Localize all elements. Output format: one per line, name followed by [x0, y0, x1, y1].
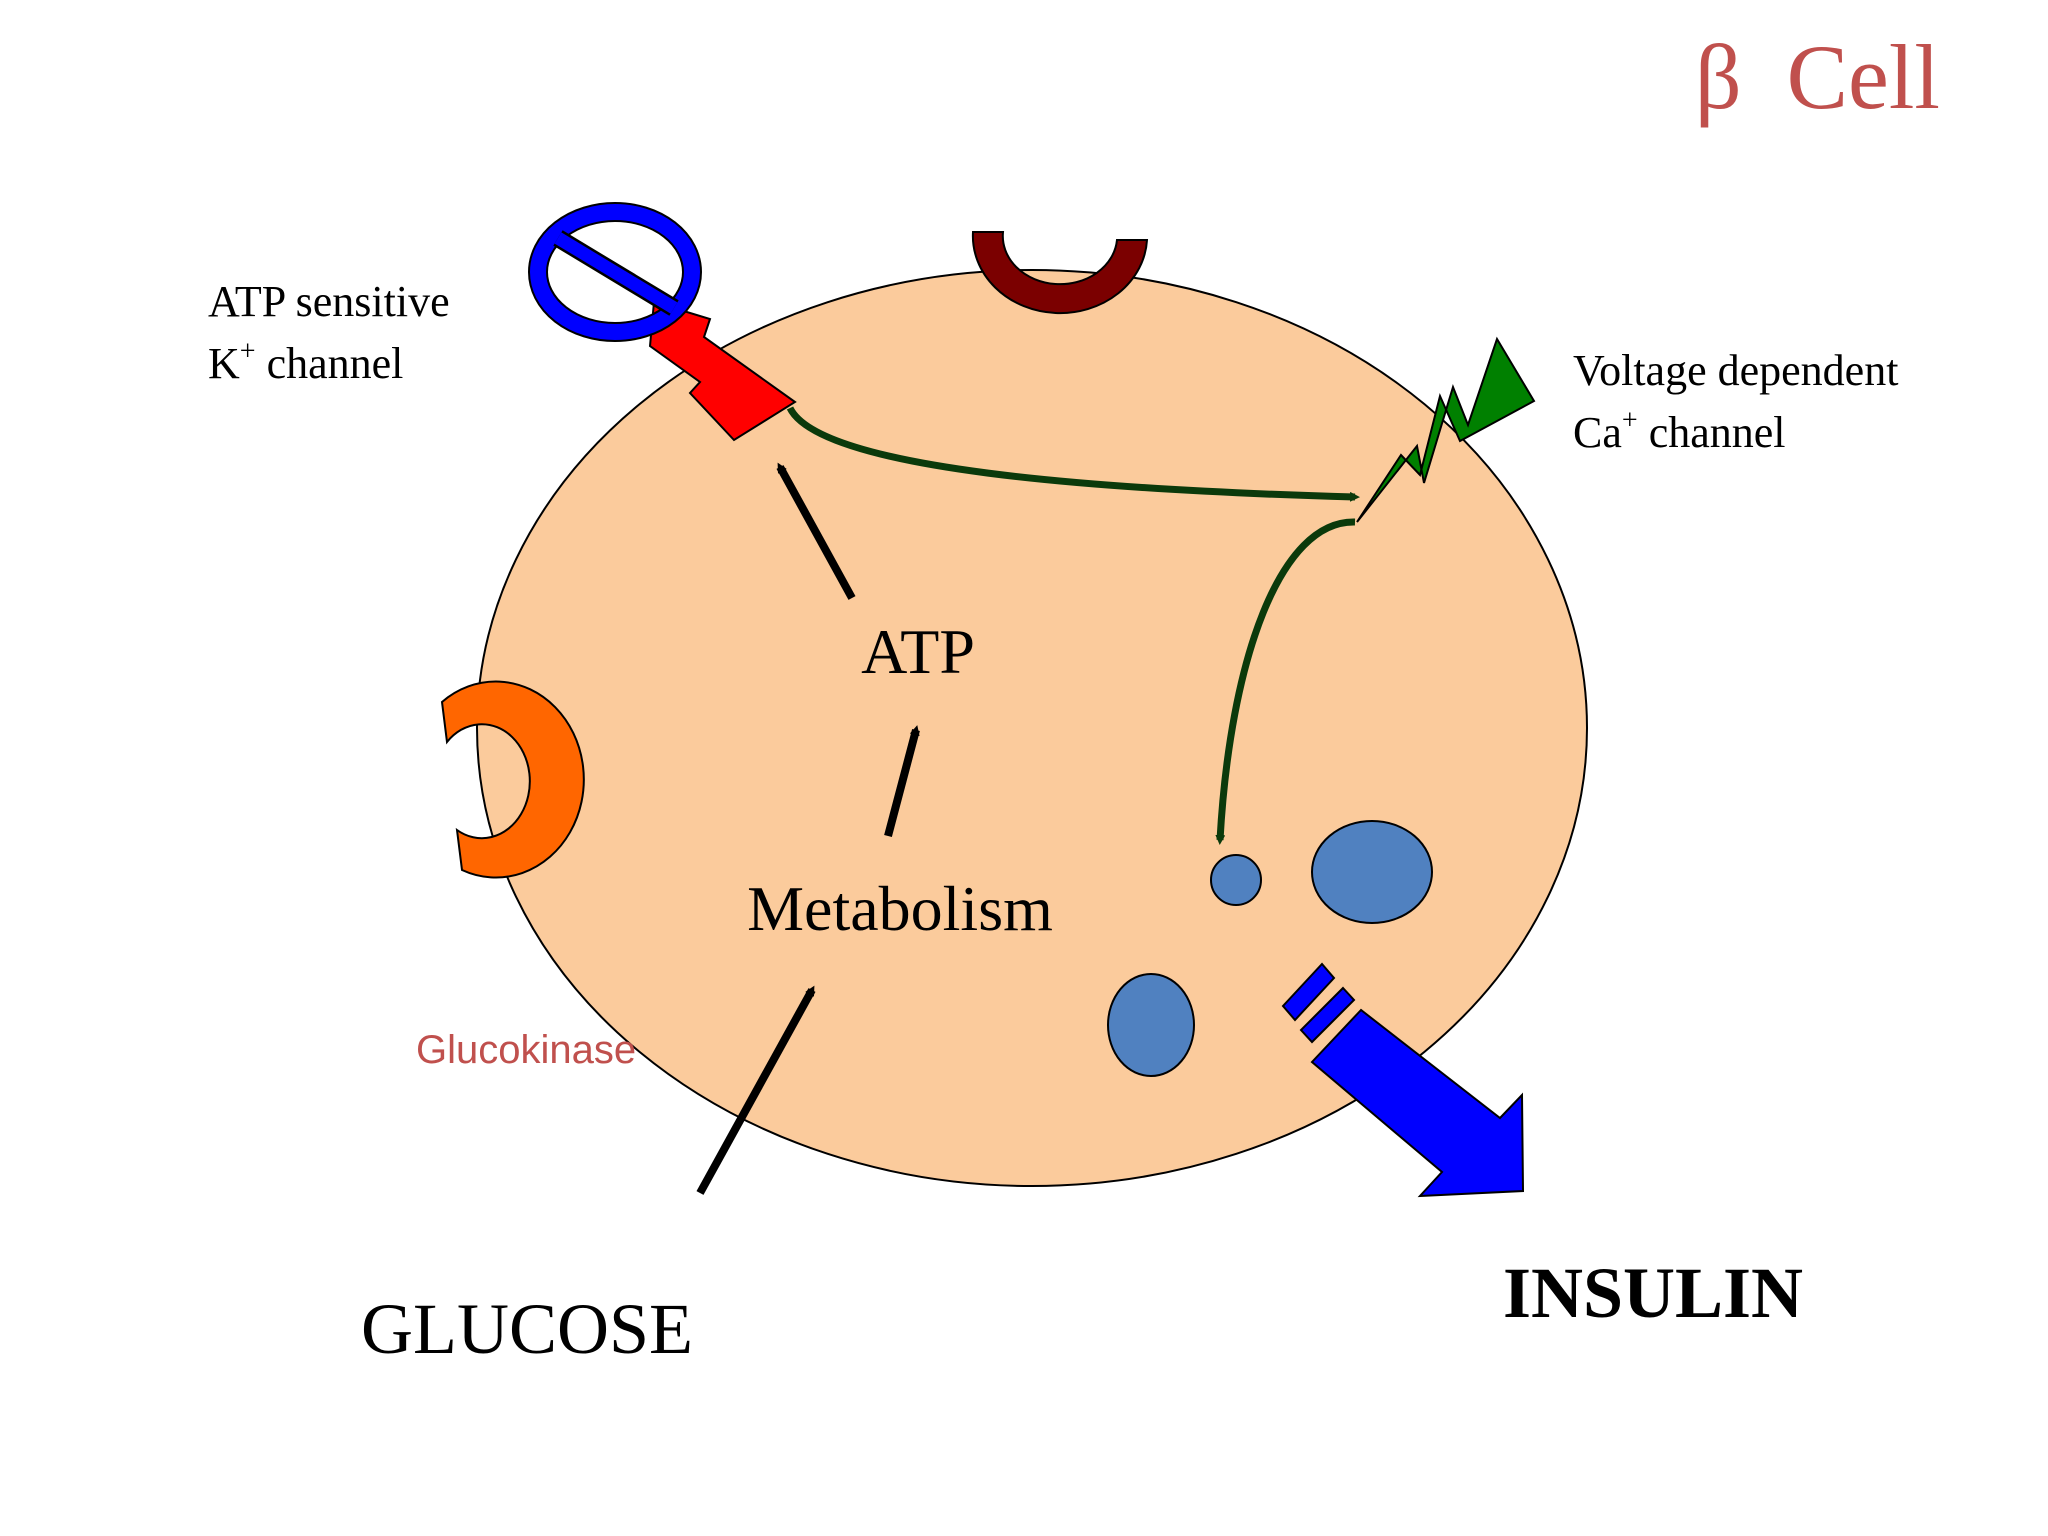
glucose-transporter	[440, 680, 585, 879]
ca-channel-label-line1: Voltage dependent	[1573, 346, 1898, 395]
beta-symbol: β	[1695, 26, 1742, 128]
depolarization-arrow	[786, 406, 1360, 502]
insulin-granule	[1311, 820, 1433, 924]
glucose-label: GLUCOSE	[361, 1289, 693, 1369]
metabolism-label: Metabolism	[747, 873, 1053, 944]
ca-channel-icon	[1356, 336, 1536, 523]
insulin-granule	[1210, 854, 1262, 906]
k-channel-icon	[648, 300, 797, 442]
ca-channel-word: channel	[1638, 408, 1786, 457]
calcium-influx-arrow	[1215, 518, 1356, 845]
atp-to-k-channel-arrow	[776, 462, 856, 600]
ca-channel-label-line2: Ca+ channel	[1573, 405, 1786, 457]
k-channel-label-line2: K+ channel	[208, 336, 403, 388]
metabolism-to-atp-arrow	[884, 725, 920, 838]
beta-cell-body	[476, 269, 1588, 1187]
insulin-release-arrow	[1281, 962, 1525, 1198]
atp-label: ATP	[861, 616, 975, 687]
k-charge: +	[240, 336, 256, 367]
top-membrane-receptor	[971, 231, 1149, 315]
k-channel-word: channel	[256, 339, 404, 388]
glucokinase-label: Glucokinase	[416, 1028, 636, 1072]
title: β Cell	[1695, 26, 1940, 128]
inhibition-icon	[528, 202, 702, 342]
ca-ion: Ca	[1573, 408, 1622, 457]
k-channel-label-line1: ATP sensitive	[208, 277, 450, 326]
insulin-label: INSULIN	[1503, 1253, 1803, 1333]
glucose-to-metabolism-arrow	[696, 985, 816, 1195]
insulin-granule	[1107, 973, 1195, 1077]
ca-charge: +	[1622, 405, 1638, 436]
k-ion: K	[208, 339, 240, 388]
title-text: Cell	[1787, 26, 1940, 128]
